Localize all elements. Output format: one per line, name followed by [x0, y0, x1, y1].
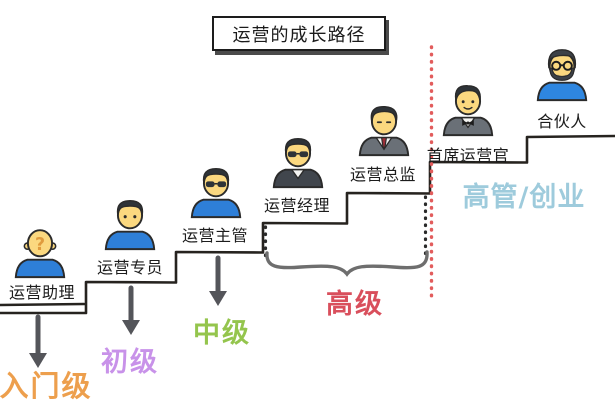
role-label-partner: 合伙人 [537, 112, 587, 131]
level-label-senior: 高级 [326, 289, 384, 320]
role-label-operations-director: 运营总监 [349, 165, 417, 184]
staircase-line [0, 134, 615, 315]
bearded-man-with-glasses-icon [536, 49, 588, 102]
diagram-title-box: 运营的成长路径 [212, 16, 386, 51]
man-with-glasses-dark-top-icon [272, 138, 324, 189]
man-in-suit-red-tie-icon [358, 106, 410, 157]
down-arrow-entry [29, 314, 47, 368]
role-label-operations-supervisor: 运营主管 [181, 226, 249, 245]
level-label-mid: 中级 [193, 318, 251, 349]
senior-brace [265, 250, 429, 277]
level-label-entry: 入门级 [0, 369, 93, 403]
man-in-suit-bow-tie-icon [442, 85, 494, 137]
down-arrow-junior [122, 285, 140, 335]
role-label-operations-specialist: 运营专员 [96, 258, 164, 277]
level-label-executive: 高管/创业 [462, 182, 586, 213]
man-with-glasses-blue-shirt-icon [190, 168, 242, 219]
person-question-mark-icon: ? [14, 229, 66, 279]
role-label-chief-operating-officer: 首席运营官 [426, 146, 510, 165]
role-label-operations-assistant: 运营助理 [8, 283, 76, 302]
svg-text:?: ? [35, 235, 45, 255]
level-label-junior: 初级 [101, 347, 159, 378]
young-man-blue-shirt-icon [104, 200, 156, 251]
diagram-title: 运营的成长路径 [232, 24, 366, 46]
role-label-operations-manager: 运营经理 [263, 196, 331, 215]
down-arrow-mid [209, 255, 227, 306]
